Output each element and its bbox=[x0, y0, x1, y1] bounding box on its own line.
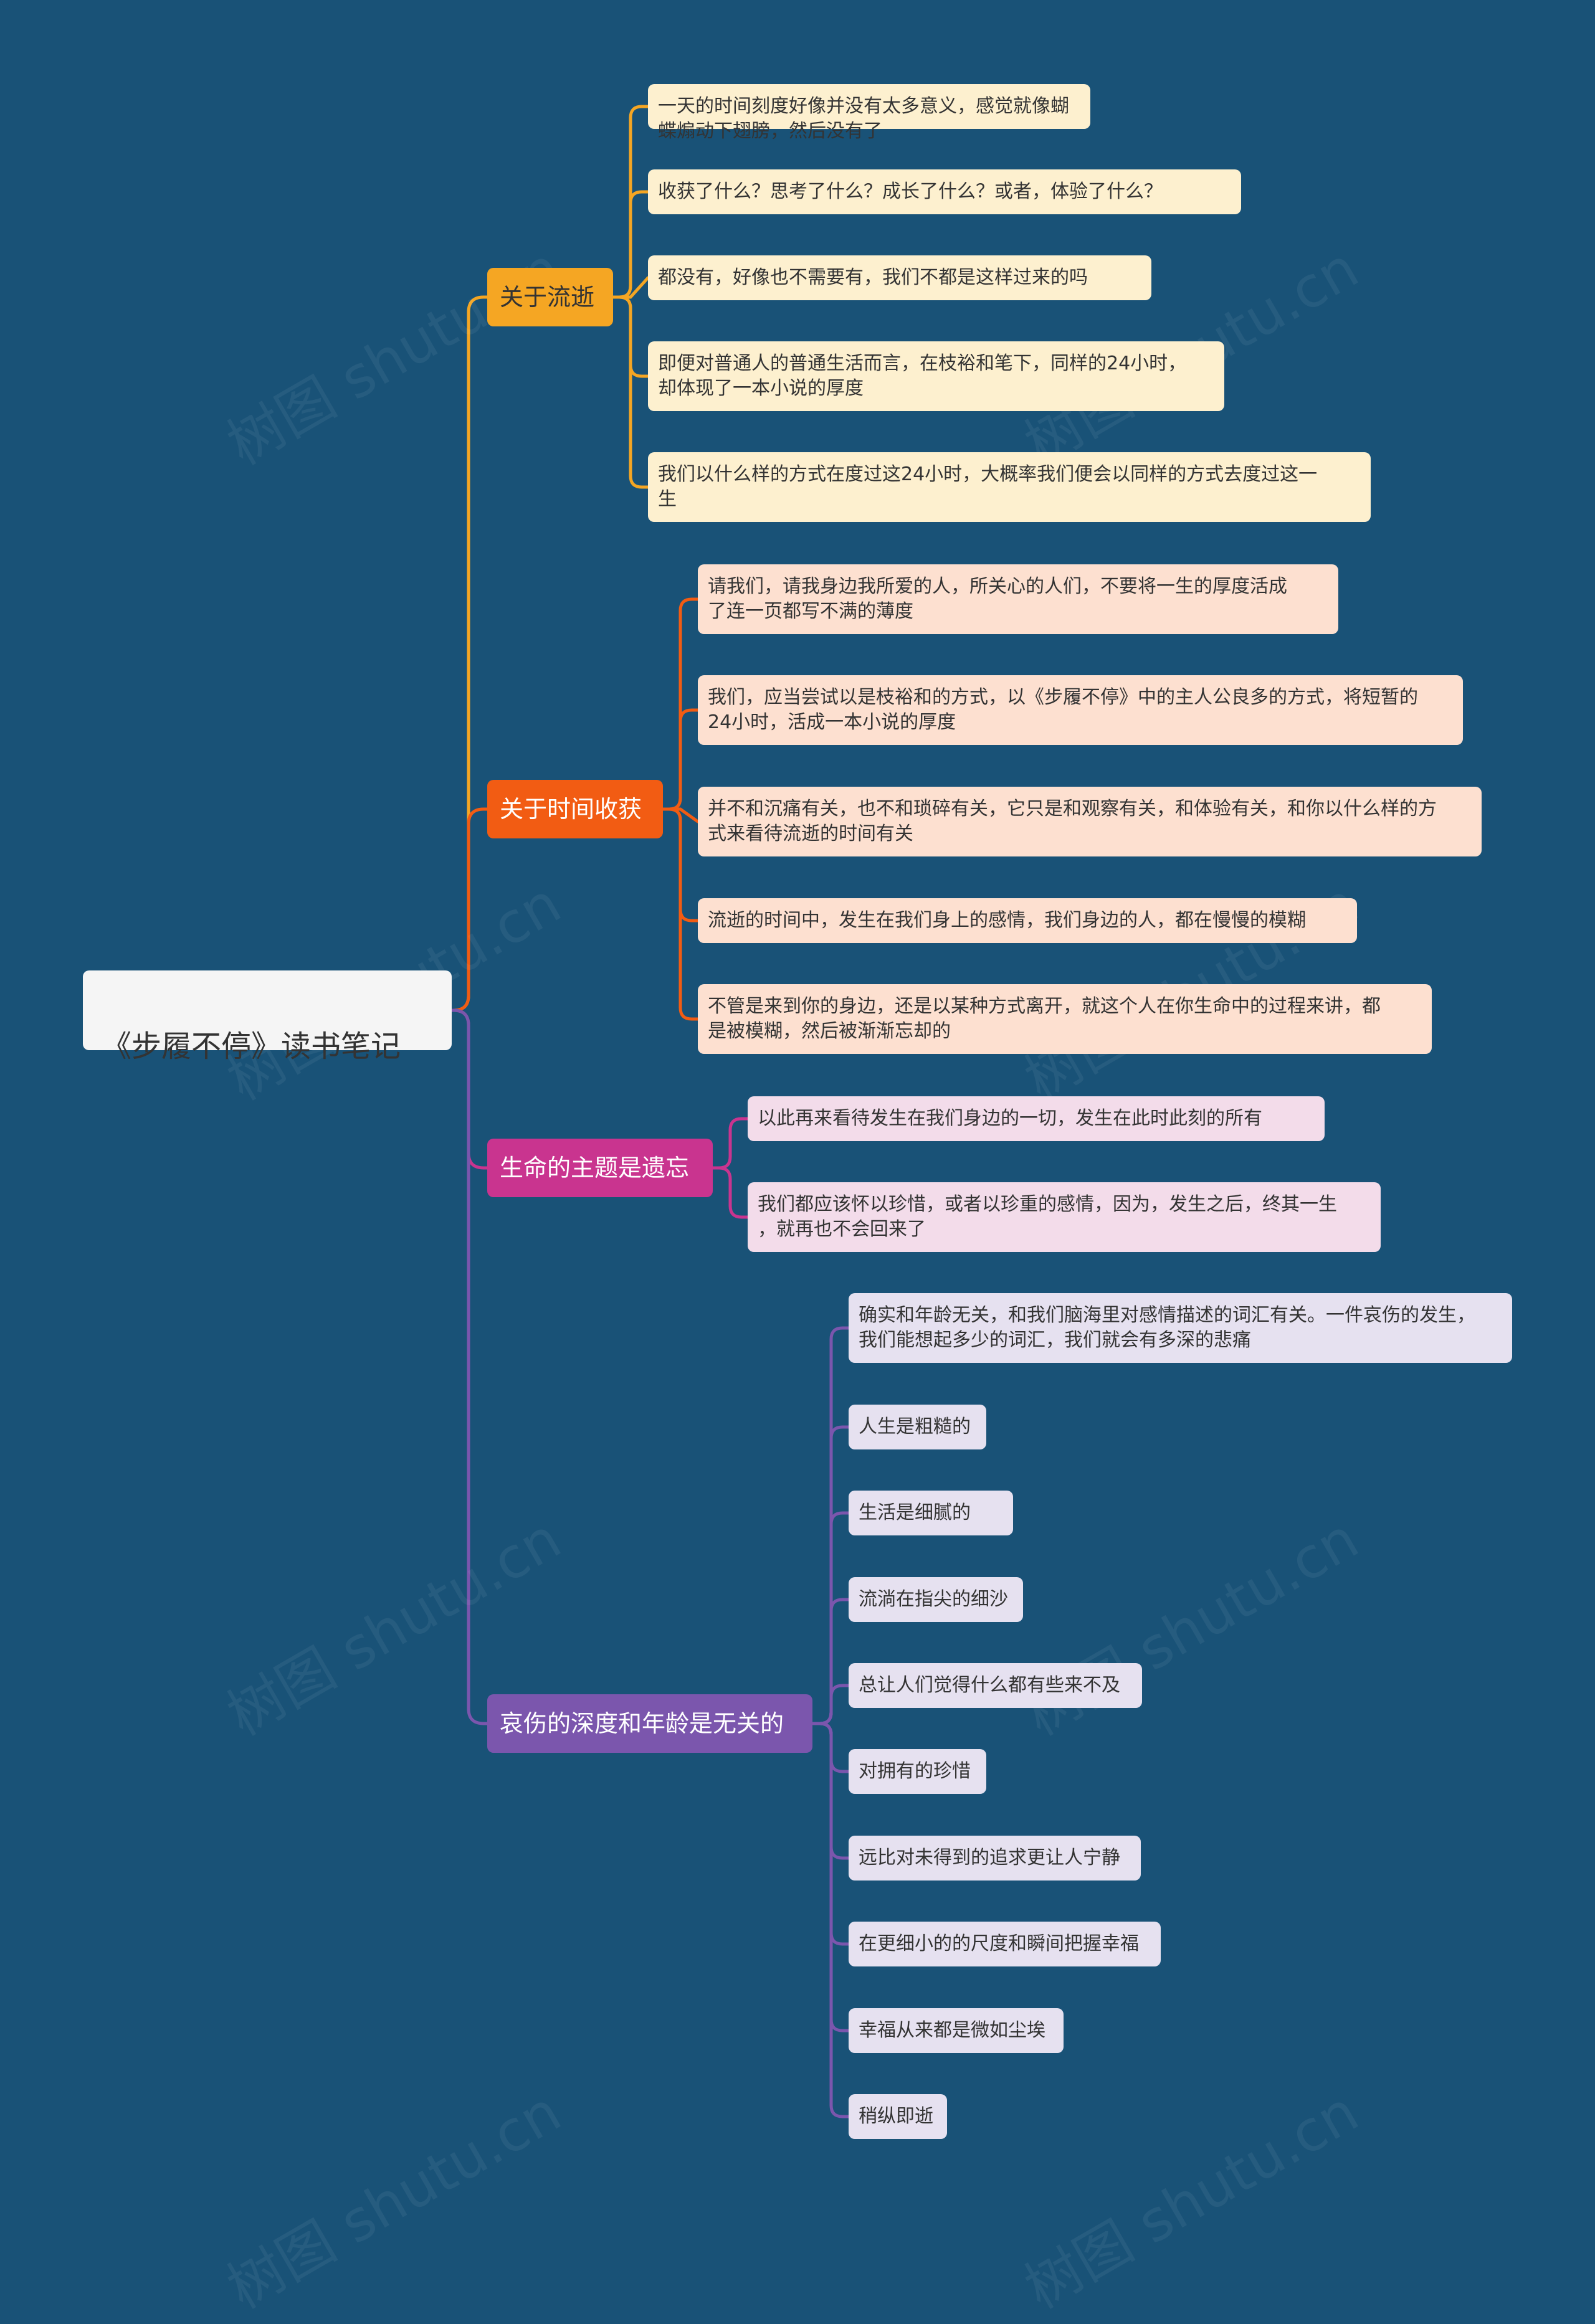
leaf-text: 一天的时间刻度好像并没有太多意义，感觉就像蝴蝶煽动下翅膀，然后没有了 bbox=[658, 95, 1069, 142]
branch-node[interactable]: 哀伤的深度和年龄是无关的 bbox=[487, 1694, 812, 1753]
leaf-text: 我们，应当尝试以是枝裕和的方式，以《步履不停》中的主人公良多的方式，将短暂的 2… bbox=[708, 686, 1418, 733]
branch-node[interactable]: 关于流逝 bbox=[487, 268, 613, 326]
root-branch-connector bbox=[450, 807, 489, 1012]
leaf-text: 收获了什么？思考了什么？成长了什么？或者，体验了什么？ bbox=[658, 181, 1163, 202]
branch-label: 关于时间收获 bbox=[500, 795, 642, 823]
leaf-text: 我们都应该怀以珍惜，或者以珍重的感情，因为，发生之后，终其一生 ，就再也不会回来… bbox=[758, 1193, 1337, 1240]
branch-node[interactable]: 生命的主题是遗忘 bbox=[487, 1139, 713, 1197]
leaf-node[interactable]: 幸福从来都是微如尘埃 bbox=[849, 2008, 1064, 2053]
branch-leaf-connector bbox=[611, 295, 650, 489]
leaf-text: 人生是粗糙的 bbox=[859, 1416, 971, 1438]
leaf-node[interactable]: 总让人们觉得什么都有些来不及 bbox=[849, 1663, 1142, 1708]
root-node[interactable]: 《步履不停》读书笔记 bbox=[83, 970, 452, 1064]
leaf-node[interactable]: 一天的时间刻度好像并没有太多意义，感觉就像蝴蝶煽动下翅膀，然后没有了 bbox=[648, 84, 1090, 142]
leaf-text: 总让人们觉得什么都有些来不及 bbox=[859, 1674, 1120, 1696]
leaf-node[interactable]: 稍纵即逝 bbox=[849, 2094, 947, 2139]
root-branch-connector bbox=[450, 1008, 489, 1725]
branch-label: 哀伤的深度和年龄是无关的 bbox=[500, 1710, 784, 1737]
connector-lines bbox=[450, 105, 850, 2118]
leaf-text: 生活是细腻的 bbox=[859, 1502, 971, 1524]
root-label: 《步履不停》读书笔记 bbox=[102, 1029, 401, 1064]
leaf-node[interactable]: 人生是粗糙的 bbox=[849, 1405, 986, 1449]
leaf-text: 远比对未得到的追求更让人宁静 bbox=[859, 1847, 1120, 1869]
leaf-node[interactable]: 确实和年龄无关，和我们脑海里对感情描述的词汇有关。一件哀伤的发生， 我们能想起多… bbox=[849, 1293, 1512, 1363]
leaf-node[interactable]: 都没有，好像也不需要有，我们不都是这样过来的吗 bbox=[648, 255, 1151, 300]
branch-leaf-connector bbox=[711, 1117, 750, 1170]
branch-leaf-connector bbox=[661, 807, 700, 1021]
leaf-text: 并不和沉痛有关，也不和琐碎有关，它只是和观察有关，和体验有关，和你以什么样的方 … bbox=[708, 798, 1437, 845]
branch-label: 关于流逝 bbox=[500, 283, 595, 311]
leaf-text: 对拥有的珍惜 bbox=[859, 1760, 971, 1782]
leaf-node[interactable]: 不管是来到你的身边，还是以某种方式离开，就这个人在你生命中的过程来讲，都 是被模… bbox=[698, 984, 1432, 1054]
leaf-node[interactable]: 流淌在指尖的细沙 bbox=[849, 1577, 1023, 1622]
leaf-node[interactable]: 流逝的时间中，发生在我们身上的感情，我们身边的人，都在慢慢的模糊 bbox=[698, 898, 1357, 943]
leaf-text: 我们以什么样的方式在度过这24小时，大概率我们便会以同样的方式去度过这一 生 bbox=[658, 463, 1318, 510]
leaf-node[interactable]: 远比对未得到的追求更让人宁静 bbox=[849, 1836, 1141, 1881]
branch-node[interactable]: 关于时间收获 bbox=[487, 780, 663, 838]
leaf-text: 请我们，请我身边我所爱的人，所关心的人们，不要将一生的厚度活成 了连一页都写不满… bbox=[708, 576, 1287, 622]
leaf-text: 流逝的时间中，发生在我们身上的感情，我们身边的人，都在慢慢的模糊 bbox=[708, 909, 1306, 931]
branch-leaf-connector bbox=[811, 1722, 850, 2118]
leaf-node[interactable]: 在更细小的的尺度和瞬间把握幸福 bbox=[849, 1922, 1161, 1966]
leaf-text: 幸福从来都是微如尘埃 bbox=[859, 2019, 1045, 2041]
leaf-text: 流淌在指尖的细沙 bbox=[859, 1588, 1008, 1610]
branch-label: 生命的主题是遗忘 bbox=[500, 1154, 690, 1182]
leaf-node[interactable]: 我们以什么样的方式在度过这24小时，大概率我们便会以同样的方式去度过这一 生 bbox=[648, 452, 1371, 522]
leaf-text: 在更细小的的尺度和瞬间把握幸福 bbox=[859, 1933, 1139, 1955]
leaf-text: 确实和年龄无关，和我们脑海里对感情描述的词汇有关。一件哀伤的发生， 我们能想起多… bbox=[859, 1304, 1475, 1351]
leaf-node[interactable]: 请我们，请我身边我所爱的人，所关心的人们，不要将一生的厚度活成 了连一页都写不满… bbox=[698, 564, 1338, 634]
leaf-node[interactable]: 对拥有的珍惜 bbox=[849, 1749, 986, 1794]
leaf-text: 稍纵即逝 bbox=[859, 2105, 933, 2127]
leaf-node[interactable]: 我们都应该怀以珍惜，或者以珍重的感情，因为，发生之后，终其一生 ，就再也不会回来… bbox=[748, 1182, 1381, 1252]
leaf-text: 以此再来看待发生在我们身边的一切，发生在此时此刻的所有 bbox=[758, 1107, 1262, 1129]
leaf-text: 即便对普通人的普通生活而言，在枝裕和笔下，同样的24小时， 却体现了一本小说的厚… bbox=[658, 353, 1187, 399]
branch-leaf-connector bbox=[661, 708, 700, 811]
branch-leaf-connector bbox=[711, 1166, 750, 1219]
leaf-node[interactable]: 我们，应当尝试以是枝裕和的方式，以《步履不停》中的主人公良多的方式，将短暂的 2… bbox=[698, 675, 1463, 745]
leaf-node[interactable]: 即便对普通人的普通生活而言，在枝裕和笔下，同样的24小时， 却体现了一本小说的厚… bbox=[648, 341, 1224, 411]
leaf-node[interactable]: 以此再来看待发生在我们身边的一切，发生在此时此刻的所有 bbox=[748, 1096, 1325, 1141]
leaf-text: 不管是来到你的身边，还是以某种方式离开，就这个人在你生命中的过程来讲，都 是被模… bbox=[708, 995, 1381, 1042]
branch-leaf-connector bbox=[811, 1684, 850, 1725]
leaf-node[interactable]: 生活是细腻的 bbox=[849, 1491, 1013, 1535]
leaf-node[interactable]: 并不和沉痛有关，也不和琐碎有关，它只是和观察有关，和体验有关，和你以什么样的方 … bbox=[698, 787, 1482, 856]
leaf-text: 都没有，好像也不需要有，我们不都是这样过来的吗 bbox=[658, 267, 1088, 288]
leaf-node[interactable]: 收获了什么？思考了什么？成长了什么？或者，体验了什么？ bbox=[648, 169, 1241, 214]
